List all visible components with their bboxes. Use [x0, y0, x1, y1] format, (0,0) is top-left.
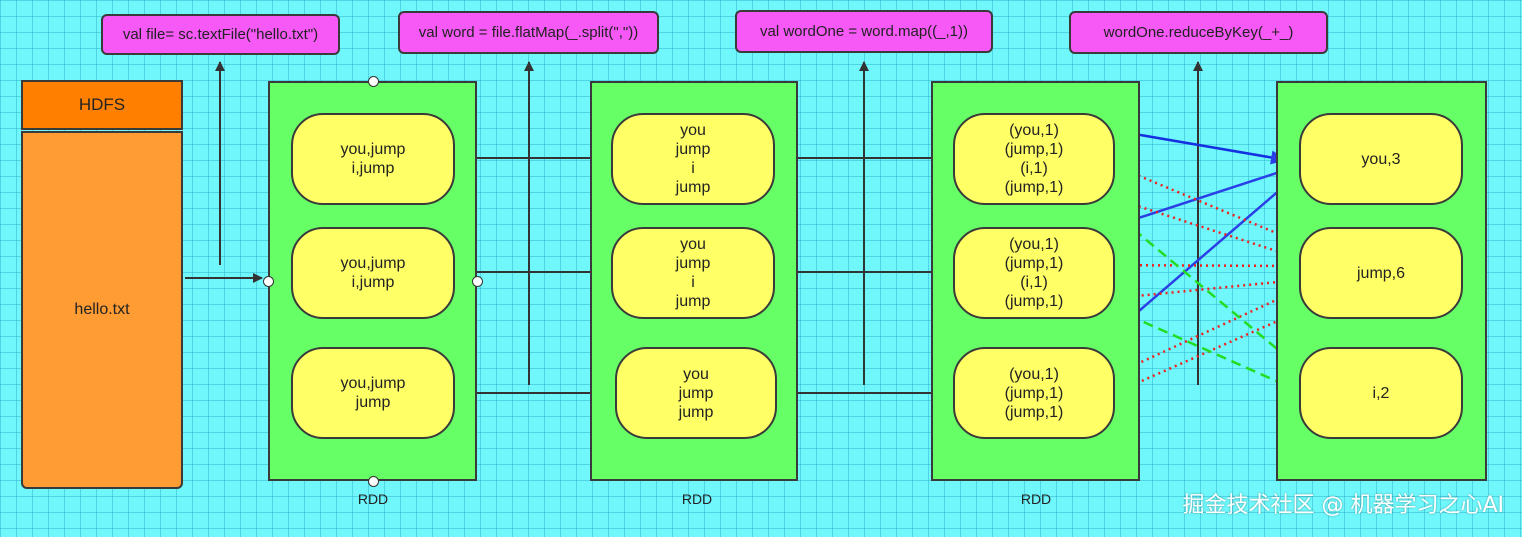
partition-line: you,3	[1361, 150, 1401, 168]
partition-rdd1-1: you,jump i,jump	[291, 113, 455, 205]
partition-line: jump	[675, 179, 711, 196]
rdd-label-2: RDD	[681, 491, 713, 507]
partition-line: you	[683, 365, 709, 383]
partition-rdd4-jump: jump,6	[1299, 227, 1463, 319]
partition-rdd4-you: you,3	[1299, 113, 1463, 205]
partition-rdd3-3: (you,1) (jump,1) (jump,1)	[953, 347, 1115, 439]
partition-rdd2-3: you jump jump	[615, 347, 777, 439]
partition-line: (jump,1)	[1004, 293, 1064, 310]
partition-rdd2-2: you jump i jump	[611, 227, 775, 319]
partition-line: (i,1)	[1020, 160, 1048, 177]
partition-line: i,jump	[351, 160, 395, 177]
partition-rdd1-2: you,jump i,jump	[291, 227, 455, 319]
code-flatmap: val word = file.flatMap(_.split(","))	[398, 11, 659, 54]
rdd-label-3: RDD	[1020, 491, 1052, 507]
partition-line: (i,1)	[1020, 274, 1048, 291]
shuffle-i-2	[1055, 281, 1293, 390]
partition-rdd3-1: (you,1) (jump,1) (i,1) (jump,1)	[953, 113, 1115, 205]
partition-line: jump,6	[1356, 264, 1406, 282]
partition-line: you,jump	[340, 255, 406, 272]
selection-handle[interactable]	[472, 276, 483, 287]
shuffle-jump-6	[1075, 310, 1299, 412]
partition-line: jump	[355, 394, 391, 411]
partition-rdd4-i: i,2	[1299, 347, 1463, 439]
partition-rdd2-1: you jump i jump	[611, 113, 775, 205]
selection-handle[interactable]	[368, 476, 379, 487]
selection-handle[interactable]	[368, 76, 379, 87]
rdd-label-1: RDD	[357, 491, 389, 507]
hdfs-file: hello.txt	[21, 131, 183, 489]
partition-line: (jump,1)	[1004, 384, 1064, 402]
partition-line: jump	[675, 255, 711, 272]
partition-line: i,jump	[351, 274, 395, 291]
partition-line: jump	[675, 293, 711, 310]
partition-line: you,jump	[340, 141, 406, 158]
partition-line: you	[680, 236, 706, 253]
partition-line: (you,1)	[1009, 236, 1059, 253]
selection-handle[interactable]	[263, 276, 274, 287]
partition-line: jump	[678, 384, 714, 402]
code-textfile: val file= sc.textFile("hello.txt")	[101, 14, 340, 55]
partition-line: (jump,1)	[1004, 179, 1064, 196]
code-map: val wordOne = word.map((_,1))	[735, 10, 993, 53]
partition-line: i,2	[1372, 384, 1390, 402]
partition-line: jump	[678, 403, 714, 421]
partition-line: (you,1)	[1009, 122, 1059, 139]
partition-line: (jump,1)	[1004, 141, 1064, 158]
partition-line: (jump,1)	[1004, 403, 1064, 421]
partition-line: you,jump	[340, 375, 406, 392]
hdfs-header: HDFS	[21, 80, 183, 130]
partition-rdd1-3: you,jump jump	[291, 347, 455, 439]
partition-line: i	[691, 274, 695, 291]
partition-line: i	[691, 160, 695, 177]
partition-line: (jump,1)	[1004, 255, 1064, 272]
partition-line: (you,1)	[1009, 365, 1059, 383]
partition-line: you	[680, 122, 706, 139]
partition-line: jump	[675, 141, 711, 158]
code-reduce: wordOne.reduceByKey(_+_)	[1069, 11, 1328, 54]
partition-rdd3-2: (you,1) (jump,1) (i,1) (jump,1)	[953, 227, 1115, 319]
watermark: 掘金技术社区 @ 机器学习之心AI	[1182, 493, 1504, 518]
